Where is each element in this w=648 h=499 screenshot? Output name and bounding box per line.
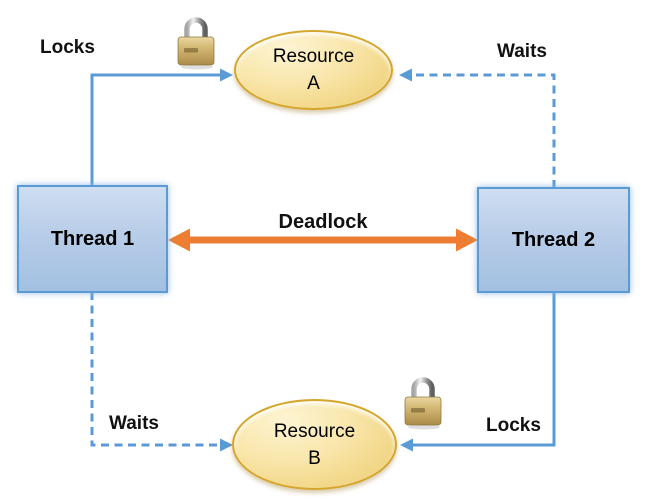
waits-label-top-right: Waits	[497, 41, 547, 62]
arrow-thread2-locks-resourceB	[400, 292, 556, 452]
deadlock-label: Deadlock	[278, 211, 368, 233]
arrow-thread1-waits-resourceB	[90, 292, 233, 452]
locks-label-bottom-right: Locks	[486, 415, 541, 436]
thread2-label: Thread 2	[511, 228, 596, 251]
locks-label-top-left: Locks	[40, 37, 95, 58]
resource-a-label: Resource A	[272, 46, 355, 94]
thread2-box: Thread 2	[477, 187, 630, 293]
resource-b-ellipse: Resource B	[232, 399, 397, 490]
thread1-box: Thread 1	[17, 185, 168, 293]
arrow-thread1-locks-resourceA	[90, 68, 233, 186]
waits-label-bottom-left: Waits	[109, 413, 159, 434]
padlock-icon-resource-b	[404, 377, 442, 430]
arrow-thread2-waits-resourceA	[399, 68, 556, 188]
arrow-deadlock-double	[168, 228, 478, 252]
padlock-icon-resource-a	[177, 17, 215, 70]
resource-b-label: Resource B	[273, 420, 356, 469]
thread1-label: Thread 1	[50, 227, 135, 250]
resource-a-ellipse: Resource A	[234, 30, 393, 110]
